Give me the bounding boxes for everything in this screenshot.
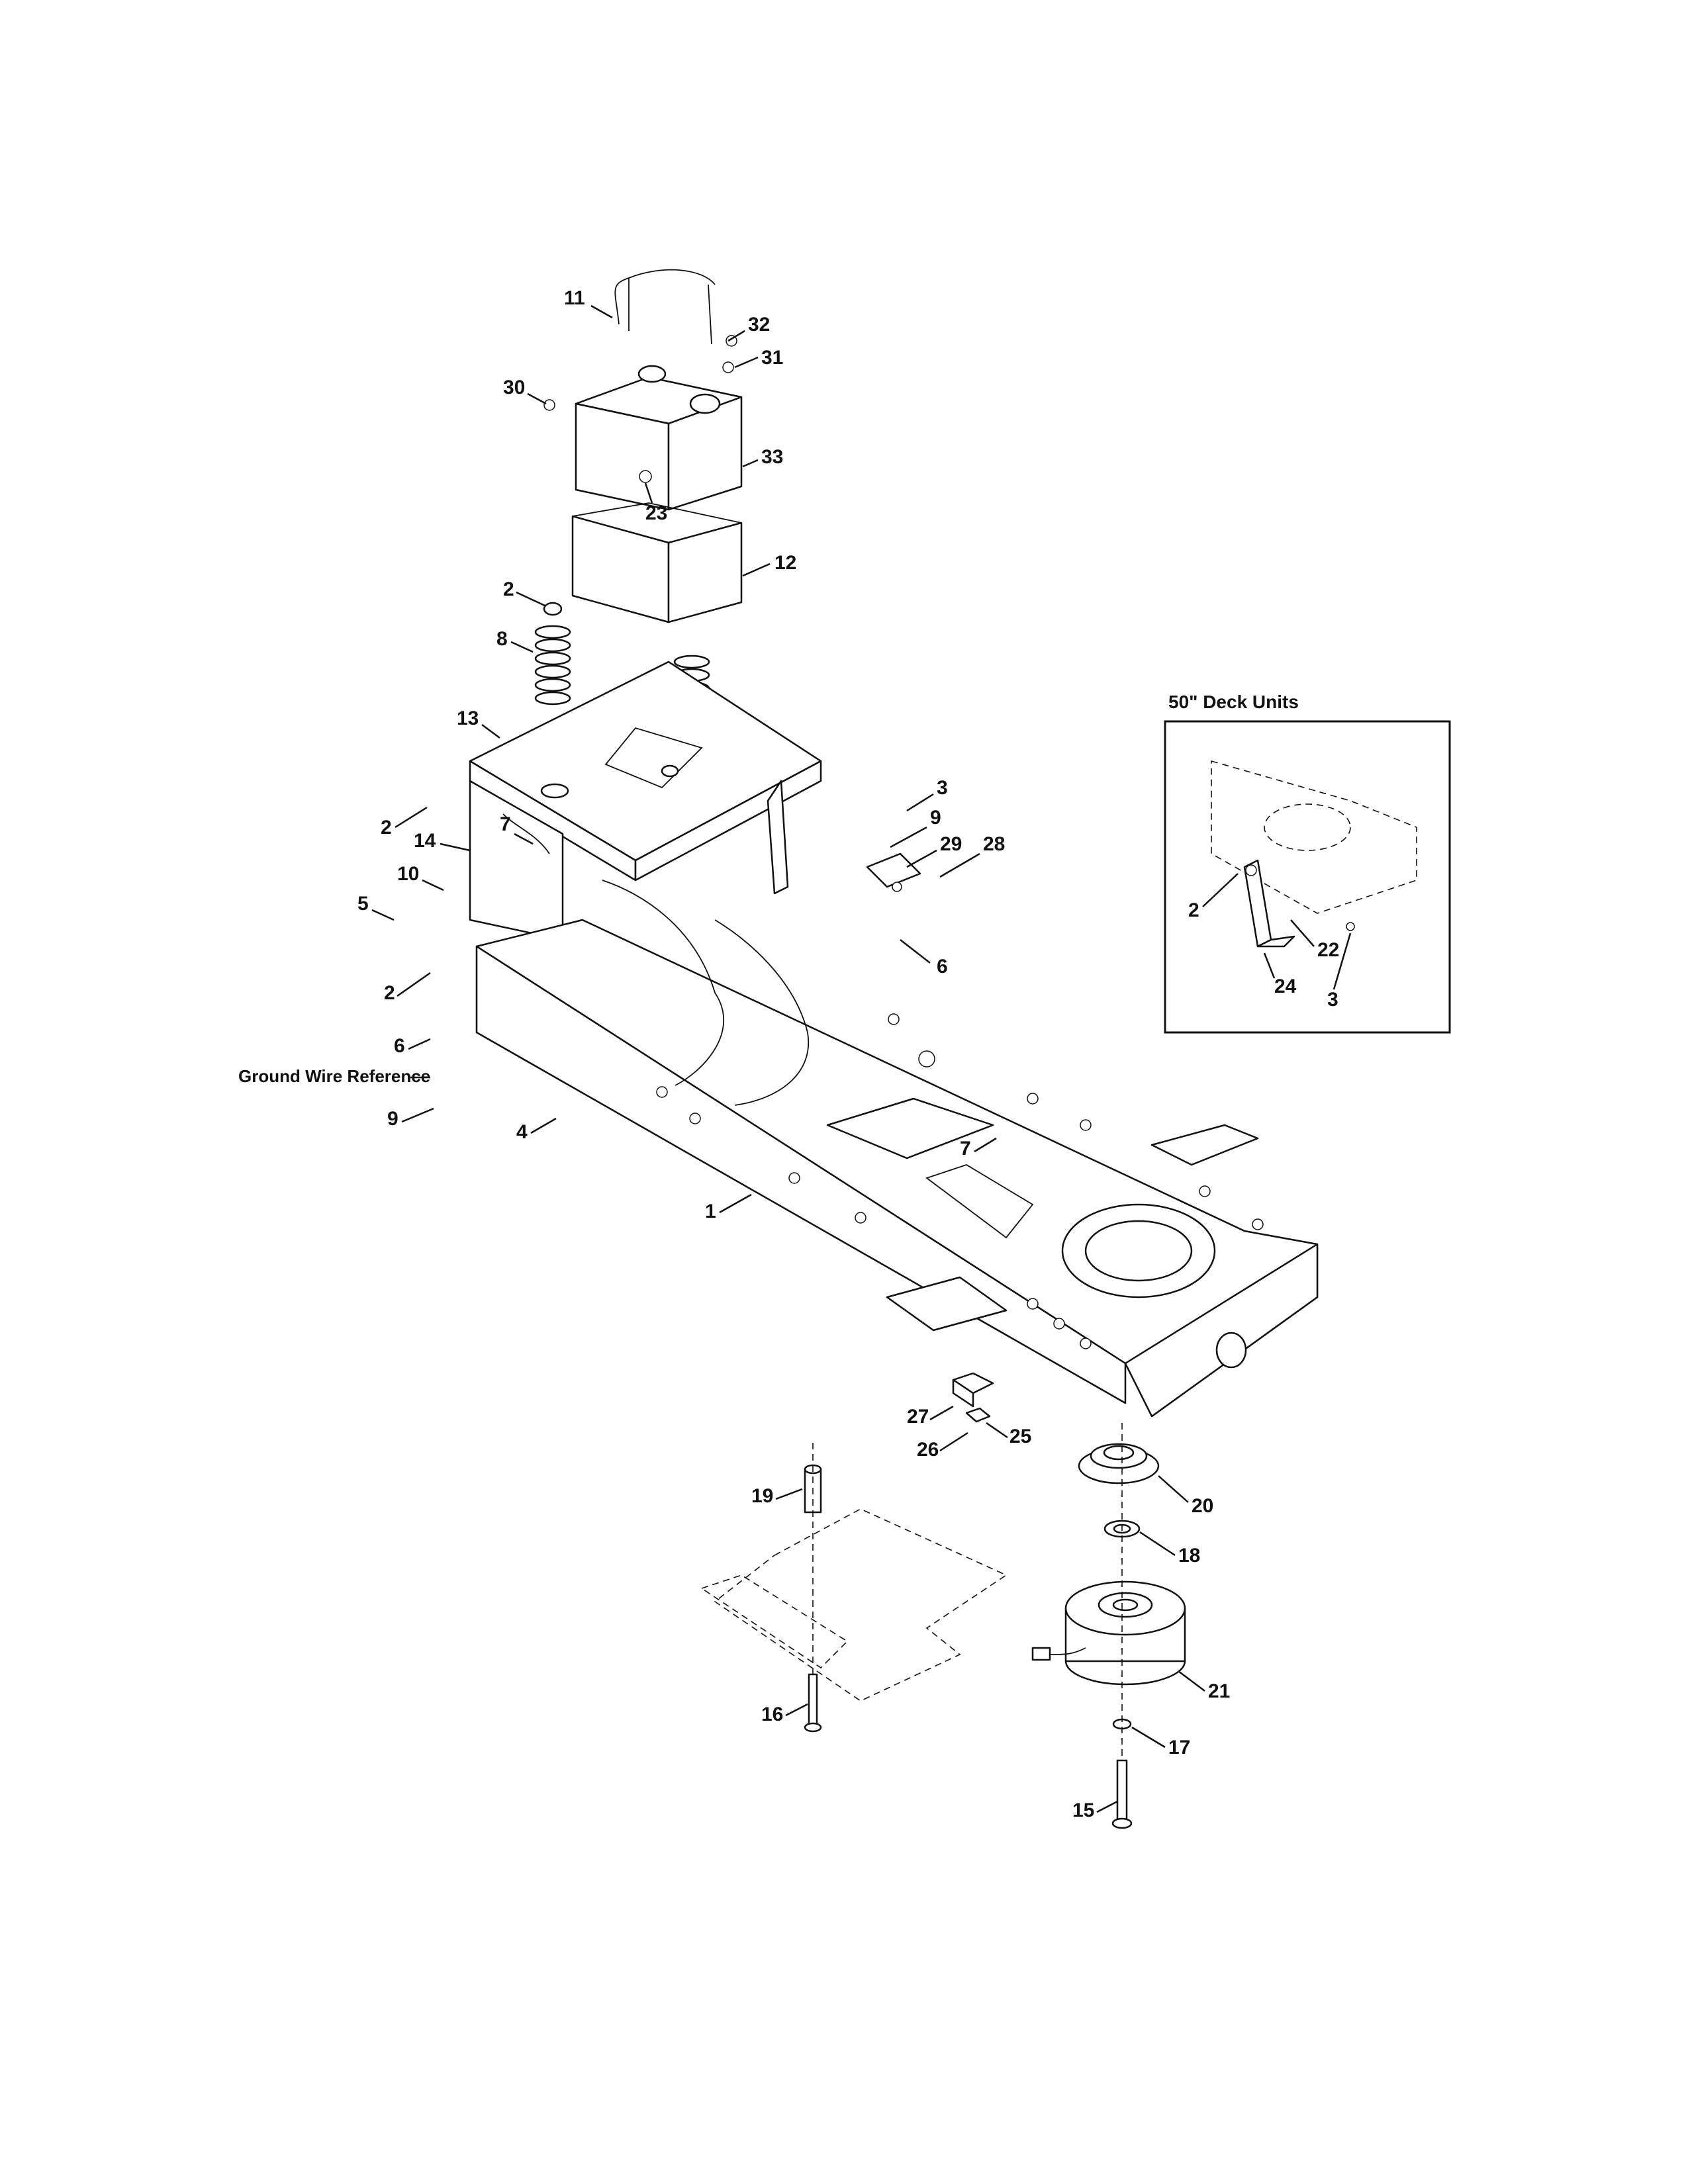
svg-text:11: 11 bbox=[564, 287, 585, 309]
callout-32: 32 bbox=[727, 314, 770, 342]
callout-10: 10 bbox=[397, 863, 444, 891]
callout-20: 20 bbox=[1158, 1475, 1213, 1517]
callout-14: 14 bbox=[414, 830, 471, 852]
svg-text:27: 27 bbox=[907, 1406, 929, 1428]
callout-5: 5 bbox=[357, 893, 395, 921]
svg-text:29: 29 bbox=[940, 833, 962, 855]
callout-17: 17 bbox=[1131, 1726, 1190, 1758]
callout-8: 8 bbox=[496, 628, 534, 653]
svg-text:2: 2 bbox=[503, 578, 514, 600]
svg-text:3: 3 bbox=[1327, 989, 1338, 1011]
svg-text:23: 23 bbox=[645, 502, 667, 524]
battery-box-side-panel bbox=[469, 780, 789, 941]
svg-text:4: 4 bbox=[516, 1121, 528, 1143]
callout-28: 28 bbox=[939, 833, 1005, 878]
callout-26: 26 bbox=[917, 1432, 968, 1461]
terminal-clip bbox=[965, 1407, 991, 1423]
svg-text:Ground Wire Reference: Ground Wire Reference bbox=[238, 1066, 430, 1086]
callout-29: 29 bbox=[906, 833, 962, 868]
svg-text:32: 32 bbox=[748, 314, 770, 336]
svg-text:9: 9 bbox=[930, 807, 941, 829]
frame-holes bbox=[656, 1013, 1264, 1349]
svg-text:20: 20 bbox=[1192, 1495, 1213, 1517]
svg-text:2: 2 bbox=[1188, 899, 1199, 921]
ground-wire-reference: Ground Wire Reference bbox=[238, 1066, 430, 1086]
step-plate-bolt bbox=[804, 1673, 822, 1733]
svg-text:26: 26 bbox=[917, 1439, 939, 1461]
svg-text:3: 3 bbox=[937, 777, 948, 799]
svg-text:17: 17 bbox=[1168, 1737, 1190, 1758]
svg-text:7: 7 bbox=[500, 813, 511, 835]
callout-7a: 7 bbox=[500, 813, 534, 845]
svg-text:25: 25 bbox=[1009, 1426, 1031, 1447]
callout-21: 21 bbox=[1178, 1670, 1230, 1702]
battery-hold-down-rod bbox=[614, 269, 716, 345]
callout-19: 19 bbox=[751, 1485, 803, 1507]
svg-text:28: 28 bbox=[983, 833, 1005, 855]
pto-clutch bbox=[1031, 1580, 1186, 1686]
svg-text:30: 30 bbox=[503, 377, 525, 398]
pto-switch-bracket bbox=[866, 852, 921, 892]
svg-text:15: 15 bbox=[1072, 1799, 1094, 1821]
callout-31: 31 bbox=[734, 347, 783, 369]
ignition-relay bbox=[952, 1372, 994, 1408]
callout-2a: 2 bbox=[503, 578, 545, 607]
svg-text:31: 31 bbox=[761, 347, 783, 369]
callout-6a: 6 bbox=[900, 939, 948, 978]
pulley bbox=[1078, 1443, 1160, 1484]
svg-text:10: 10 bbox=[397, 863, 419, 885]
svg-text:7: 7 bbox=[960, 1138, 971, 1160]
svg-text:50" Deck Units: 50" Deck Units bbox=[1168, 692, 1299, 712]
callout-16: 16 bbox=[761, 1703, 808, 1725]
svg-text:22: 22 bbox=[1317, 939, 1339, 961]
callout-33: 33 bbox=[742, 446, 783, 468]
inset-50-deck-units: 50" Deck Units 2 22 24 3 bbox=[1164, 692, 1451, 1034]
svg-text:13: 13 bbox=[457, 707, 479, 729]
callout-13: 13 bbox=[457, 707, 500, 739]
svg-text:1: 1 bbox=[705, 1201, 716, 1222]
svg-text:19: 19 bbox=[751, 1485, 773, 1507]
callout-9b: 9 bbox=[387, 1107, 434, 1130]
callout-12: 12 bbox=[742, 552, 796, 577]
callout-15: 15 bbox=[1072, 1799, 1118, 1821]
clutch-bolt bbox=[1111, 1759, 1133, 1829]
callout-25: 25 bbox=[986, 1422, 1031, 1447]
svg-text:9: 9 bbox=[387, 1108, 399, 1130]
svg-text:6: 6 bbox=[394, 1035, 405, 1057]
svg-text:33: 33 bbox=[761, 446, 783, 468]
svg-text:16: 16 bbox=[761, 1704, 783, 1725]
callout-23: 23 bbox=[644, 482, 667, 524]
callout-1: 1 bbox=[705, 1193, 752, 1222]
inset-frame bbox=[1164, 720, 1451, 1034]
callout-2c: 2 bbox=[384, 972, 431, 1004]
svg-text:18: 18 bbox=[1178, 1545, 1200, 1567]
svg-text:14: 14 bbox=[414, 830, 436, 852]
step-plate bbox=[700, 1508, 1008, 1702]
battery bbox=[575, 365, 743, 511]
callout-18: 18 bbox=[1139, 1531, 1200, 1567]
svg-text:5: 5 bbox=[357, 893, 369, 915]
callout-9a: 9 bbox=[890, 807, 941, 848]
svg-text:6: 6 bbox=[937, 956, 948, 978]
svg-text:21: 21 bbox=[1208, 1680, 1230, 1702]
svg-text:2: 2 bbox=[381, 817, 392, 839]
battery-tray bbox=[571, 502, 743, 623]
callout-30: 30 bbox=[503, 377, 547, 405]
svg-text:24: 24 bbox=[1274, 976, 1297, 997]
callout-27: 27 bbox=[907, 1405, 954, 1428]
callout-6b: 6 bbox=[394, 1035, 431, 1057]
callout-3a: 3 bbox=[906, 777, 948, 812]
svg-text:12: 12 bbox=[774, 552, 796, 574]
svg-text:8: 8 bbox=[496, 628, 508, 650]
svg-text:2: 2 bbox=[384, 982, 395, 1004]
seat-spring-left bbox=[534, 602, 571, 705]
frame bbox=[475, 880, 1319, 1418]
callout-4: 4 bbox=[516, 1117, 557, 1143]
callout-2b: 2 bbox=[381, 806, 428, 839]
callout-7b: 7 bbox=[960, 1137, 997, 1160]
callout-11: 11 bbox=[564, 287, 613, 319]
